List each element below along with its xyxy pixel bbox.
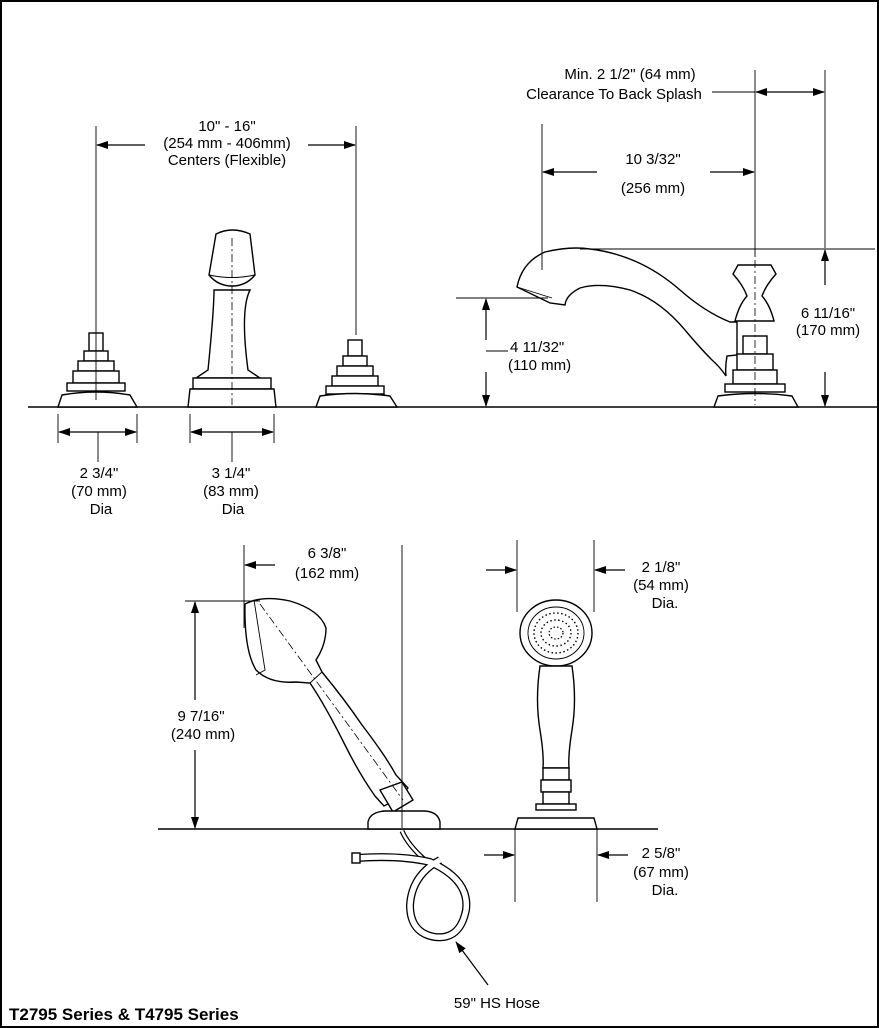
head-dia-dim-line1: 2 1/8"	[642, 559, 681, 576]
clearance-dim-line2: Clearance To Back Splash	[526, 86, 702, 103]
hose-label: 59" HS Hose	[454, 995, 540, 1012]
spout-base-dim-line3: Dia	[222, 501, 245, 518]
handle-base-dim-line2: (70 mm)	[71, 483, 127, 500]
clearance-dim-line1: Min. 2 1/2" (64 mm)	[564, 66, 695, 83]
left-handle-valve	[57, 332, 139, 408]
hose-coil	[351, 829, 471, 942]
base-dia-dim-line3: Dia.	[652, 882, 679, 899]
centers-dim-line3: Centers (Flexible)	[168, 152, 286, 169]
head-dia-dim-line3: Dia.	[652, 595, 679, 612]
handshower-offset-dim-line2: (162 mm)	[295, 565, 359, 582]
handshower-front-view	[514, 599, 598, 902]
spout-front-view	[187, 229, 277, 408]
right-handle-valve	[315, 339, 399, 408]
handshower-side-view	[244, 597, 441, 830]
handshower-height-dim-line1: 9 7/16"	[177, 708, 224, 725]
handle-base-dim-line3: Dia	[90, 501, 113, 518]
handle-base-dim-line1: 2 3/4"	[80, 465, 119, 482]
spout-reach-dim-line2: (256 mm)	[621, 180, 685, 197]
spout-reach-dim-line1: 10 3/32"	[625, 151, 680, 168]
spout-base-dim-line2: (83 mm)	[203, 483, 259, 500]
overall-height-dim-line1: 6 11/16"	[801, 305, 855, 322]
spout-height-dim-line1: 4 11/32"	[510, 339, 564, 356]
handshower-offset-dim-line1: 6 3/8"	[308, 545, 347, 562]
spout-height-dim-line2: (110 mm)	[508, 357, 571, 374]
overall-height-dim-line2: (170 mm)	[796, 322, 860, 339]
base-dia-dim-line1: 2 5/8"	[642, 845, 681, 862]
spout-side-view	[516, 247, 800, 408]
base-dia-dim-line2: (67 mm)	[633, 864, 689, 881]
centers-dim-line2: (254 mm - 406mm)	[163, 135, 291, 152]
series-title: T2795 Series & T4795 Series	[9, 1005, 239, 1024]
centers-dim-line1: 10" - 16"	[198, 118, 255, 135]
spout-base-dim-line1: 3 1/4"	[212, 465, 251, 482]
handshower-height-dim-line2: (240 mm)	[171, 726, 235, 743]
head-dia-dim-line2: (54 mm)	[633, 577, 689, 594]
